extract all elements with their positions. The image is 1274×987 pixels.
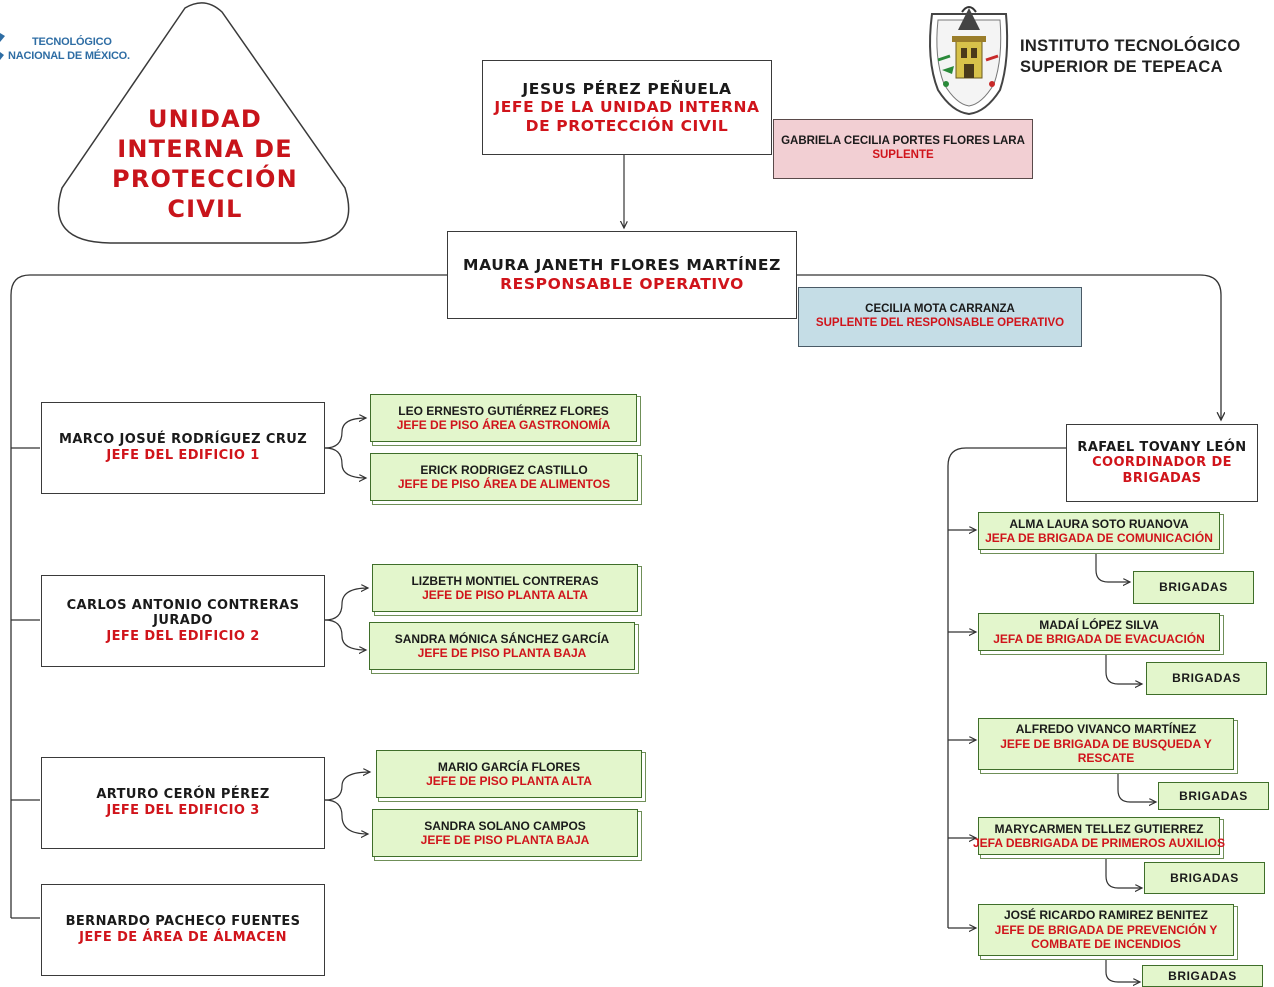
brigade-2-box: MADAÍ LÓPEZ SILVA JEFA DE BRIGADA DE EVA… <box>978 613 1220 651</box>
brigadas-3-box: BRIGADAS <box>1158 782 1269 810</box>
building-3-role: JEFE DEL EDIFICIO 3 <box>106 803 260 818</box>
building-1-floor-1-name: LEO ERNESTO GUTIÉRREZ FLORES <box>398 403 609 418</box>
operative-substitute-role: SUPLENTE DEL RESPONSABLE OPERATIVO <box>815 317 1065 329</box>
brigadas-4-box: BRIGADAS <box>1144 862 1265 894</box>
building-3-floor-1-box: MARIO GARCÍA FLORES JEFE DE PISO PLANTA … <box>376 750 642 798</box>
tecnm-logo-line2: NACIONAL DE MÉXICO. <box>8 50 130 62</box>
building-1-floor-1-box: LEO ERNESTO GUTIÉRREZ FLORES JEFE DE PIS… <box>370 394 637 442</box>
building-3-floor-2-role: JEFE DE PISO PLANTA BAJA <box>420 833 590 847</box>
unit-triangle-shape <box>57 2 350 244</box>
building-3-box: ARTURO CERÓN PÉREZ JEFE DEL EDIFICIO 3 <box>41 757 325 849</box>
building-1-floor-1-role: JEFE DE PISO ÁREA GASTRONOMÍA <box>396 418 611 432</box>
brigadas-5-box: BRIGADAS <box>1142 965 1263 987</box>
institute-name: INSTITUTO TECNOLÓGICO SUPERIOR DE TEPEAC… <box>1020 36 1241 78</box>
brigade-2-role: JEFA DE BRIGADA DE EVACUACIÓN <box>993 632 1205 646</box>
warehouse-role: JEFE DE ÁREA DE ÁLMACEN <box>79 930 287 945</box>
operative-substitute-box: CECILIA MOTA CARRANZA SUPLENTE DEL RESPO… <box>798 287 1082 347</box>
building-2-floor-2-name: SANDRA MÓNICA SÁNCHEZ GARCÍA <box>394 631 610 646</box>
building-2-floor-1-role: JEFE DE PISO PLANTA ALTA <box>422 588 588 602</box>
operative-substitute-name: CECILIA MOTA CARRANZA <box>865 303 1015 316</box>
institute-name-line2: SUPERIOR DE TEPEACA <box>1020 58 1223 76</box>
institute-name-line1: INSTITUTO TECNOLÓGICO <box>1020 37 1241 55</box>
coordinator-role-line1: COORDINADOR DE <box>1092 455 1232 471</box>
unit-title-line4: CIVIL <box>167 195 243 223</box>
building-1-floor-2-name: ERICK RODRIGEZ CASTILLO <box>420 462 588 477</box>
brigade-3-role-line2: RESCATE <box>1077 751 1135 766</box>
brigade-5-box: JOSÉ RICARDO RAMIREZ BENITEZ JEFE DE BRI… <box>978 904 1234 956</box>
brigade-1-box: ALMA LAURA SOTO RUANOVA JEFA DE BRIGADA … <box>978 512 1220 550</box>
building-2-role: JEFE DEL EDIFICIO 2 <box>106 628 260 644</box>
unit-title-line2: INTERNA DE <box>117 135 293 163</box>
building-1-floor-2-box: ERICK RODRIGEZ CASTILLO JEFE DE PISO ÁRE… <box>370 453 638 501</box>
chief-role-line1: JEFE DE LA UNIDAD INTERNA <box>494 98 760 117</box>
building-2-box: CARLOS ANTONIO CONTRERAS JURADO JEFE DEL… <box>41 575 325 667</box>
brigade-3-box: ALFREDO VIVANCO MARTÍNEZ JEFE DE BRIGADA… <box>978 718 1234 770</box>
coordinator-name: RAFAEL TOVANY LEÓN <box>1077 439 1247 455</box>
brigade-2-name: MADAÍ LÓPEZ SILVA <box>1039 617 1159 632</box>
building-3-floor-2-box: SANDRA SOLANO CAMPOS JEFE DE PISO PLANTA… <box>372 809 638 857</box>
chief-name: JESUS PÉREZ PEÑUELA <box>522 79 732 98</box>
building-3-floor-1-name: MARIO GARCÍA FLORES <box>437 759 581 774</box>
building-1-floor-2-role: JEFE DE PISO ÁREA DE ALIMENTOS <box>397 477 611 491</box>
unit-title: UNIDAD INTERNA DE PROTECCIÓN CIVIL <box>95 104 315 224</box>
building-1-name: MARCO JOSUÉ RODRÍGUEZ CRUZ <box>58 432 308 448</box>
tecnm-logo-line1: TECNOLÓGICO <box>32 36 112 48</box>
chief-role-line2: DE PROTECCIÓN CIVIL <box>525 116 729 135</box>
brigade-3-name: ALFREDO VIVANCO MARTÍNEZ <box>1015 722 1197 737</box>
unit-title-line3: PROTECCIÓN <box>112 165 298 193</box>
coordinator-box: RAFAEL TOVANY LEÓN COORDINADOR DE BRIGAD… <box>1066 424 1258 502</box>
chief-box: JESUS PÉREZ PEÑUELA JEFE DE LA UNIDAD IN… <box>482 60 772 155</box>
building-2-name: CARLOS ANTONIO CONTRERAS <box>66 597 300 613</box>
brigade-4-role: JEFA DEBRIGADA DE PRIMEROS AUXILIOS <box>972 836 1226 850</box>
building-1-role: JEFE DEL EDIFICIO 1 <box>106 448 260 463</box>
brigade-3-role-line1: JEFE DE BRIGADA DE BUSQUEDA Y <box>1000 736 1212 751</box>
coordinator-role-line2: BRIGADAS <box>1122 470 1202 486</box>
tecnm-logo-icon <box>0 33 5 60</box>
chief-substitute-box: GABRIELA CECILIA PORTES FLORES LARA SUPL… <box>773 119 1033 179</box>
building-2-floor-1-box: LIZBETH MONTIEL CONTRERAS JEFE DE PISO P… <box>372 564 638 612</box>
warehouse-name: BERNARDO PACHECO FUENTES <box>65 914 301 930</box>
operative-box: MAURA JANETH FLORES MARTÍNEZ RESPONSABLE… <box>447 231 797 319</box>
building-2-name-line2: JURADO <box>153 613 213 629</box>
chief-substitute-name: GABRIELA CECILIA PORTES FLORES LARA <box>781 135 1025 148</box>
chief-substitute-role: SUPLENTE <box>872 149 934 161</box>
brigade-5-name: JOSÉ RICARDO RAMIREZ BENITEZ <box>1003 908 1208 923</box>
brigade-5-role-line1: JEFE DE BRIGADA DE PREVENCIÓN Y <box>994 922 1218 937</box>
brigade-4-name: MARYCARMEN TELLEZ GUTIERREZ <box>994 821 1204 836</box>
building-2-floor-2-role: JEFE DE PISO PLANTA BAJA <box>417 646 587 660</box>
building-2-floor-2-box: SANDRA MÓNICA SÁNCHEZ GARCÍA JEFE DE PIS… <box>369 622 635 670</box>
building-2-floor-1-name: LIZBETH MONTIEL CONTRERAS <box>411 573 599 588</box>
brigade-1-name: ALMA LAURA SOTO RUANOVA <box>1009 516 1189 531</box>
brigadas-1-box: BRIGADAS <box>1133 571 1254 604</box>
brigade-1-role: JEFA DE BRIGADA DE COMUNICACIÓN <box>985 531 1213 545</box>
building-3-name: ARTURO CERÓN PÉREZ <box>96 787 270 803</box>
brigadas-2-box: BRIGADAS <box>1146 662 1267 695</box>
tepeaca-shield-icon <box>929 6 1009 116</box>
brigade-4-box: MARYCARMEN TELLEZ GUTIERREZ JEFA DEBRIGA… <box>973 817 1225 855</box>
building-3-floor-2-name: SANDRA SOLANO CAMPOS <box>424 818 586 833</box>
warehouse-box: BERNARDO PACHECO FUENTES JEFE DE ÁREA DE… <box>41 884 325 976</box>
brigade-5-role-line2: COMBATE DE INCENDIOS <box>1031 937 1181 952</box>
operative-name: MAURA JANETH FLORES MARTÍNEZ <box>463 256 781 275</box>
building-1-box: MARCO JOSUÉ RODRÍGUEZ CRUZ JEFE DEL EDIF… <box>41 402 325 494</box>
unit-title-line1: UNIDAD <box>147 105 263 133</box>
operative-role: RESPONSABLE OPERATIVO <box>500 275 744 293</box>
building-3-floor-1-role: JEFE DE PISO PLANTA ALTA <box>426 774 592 788</box>
